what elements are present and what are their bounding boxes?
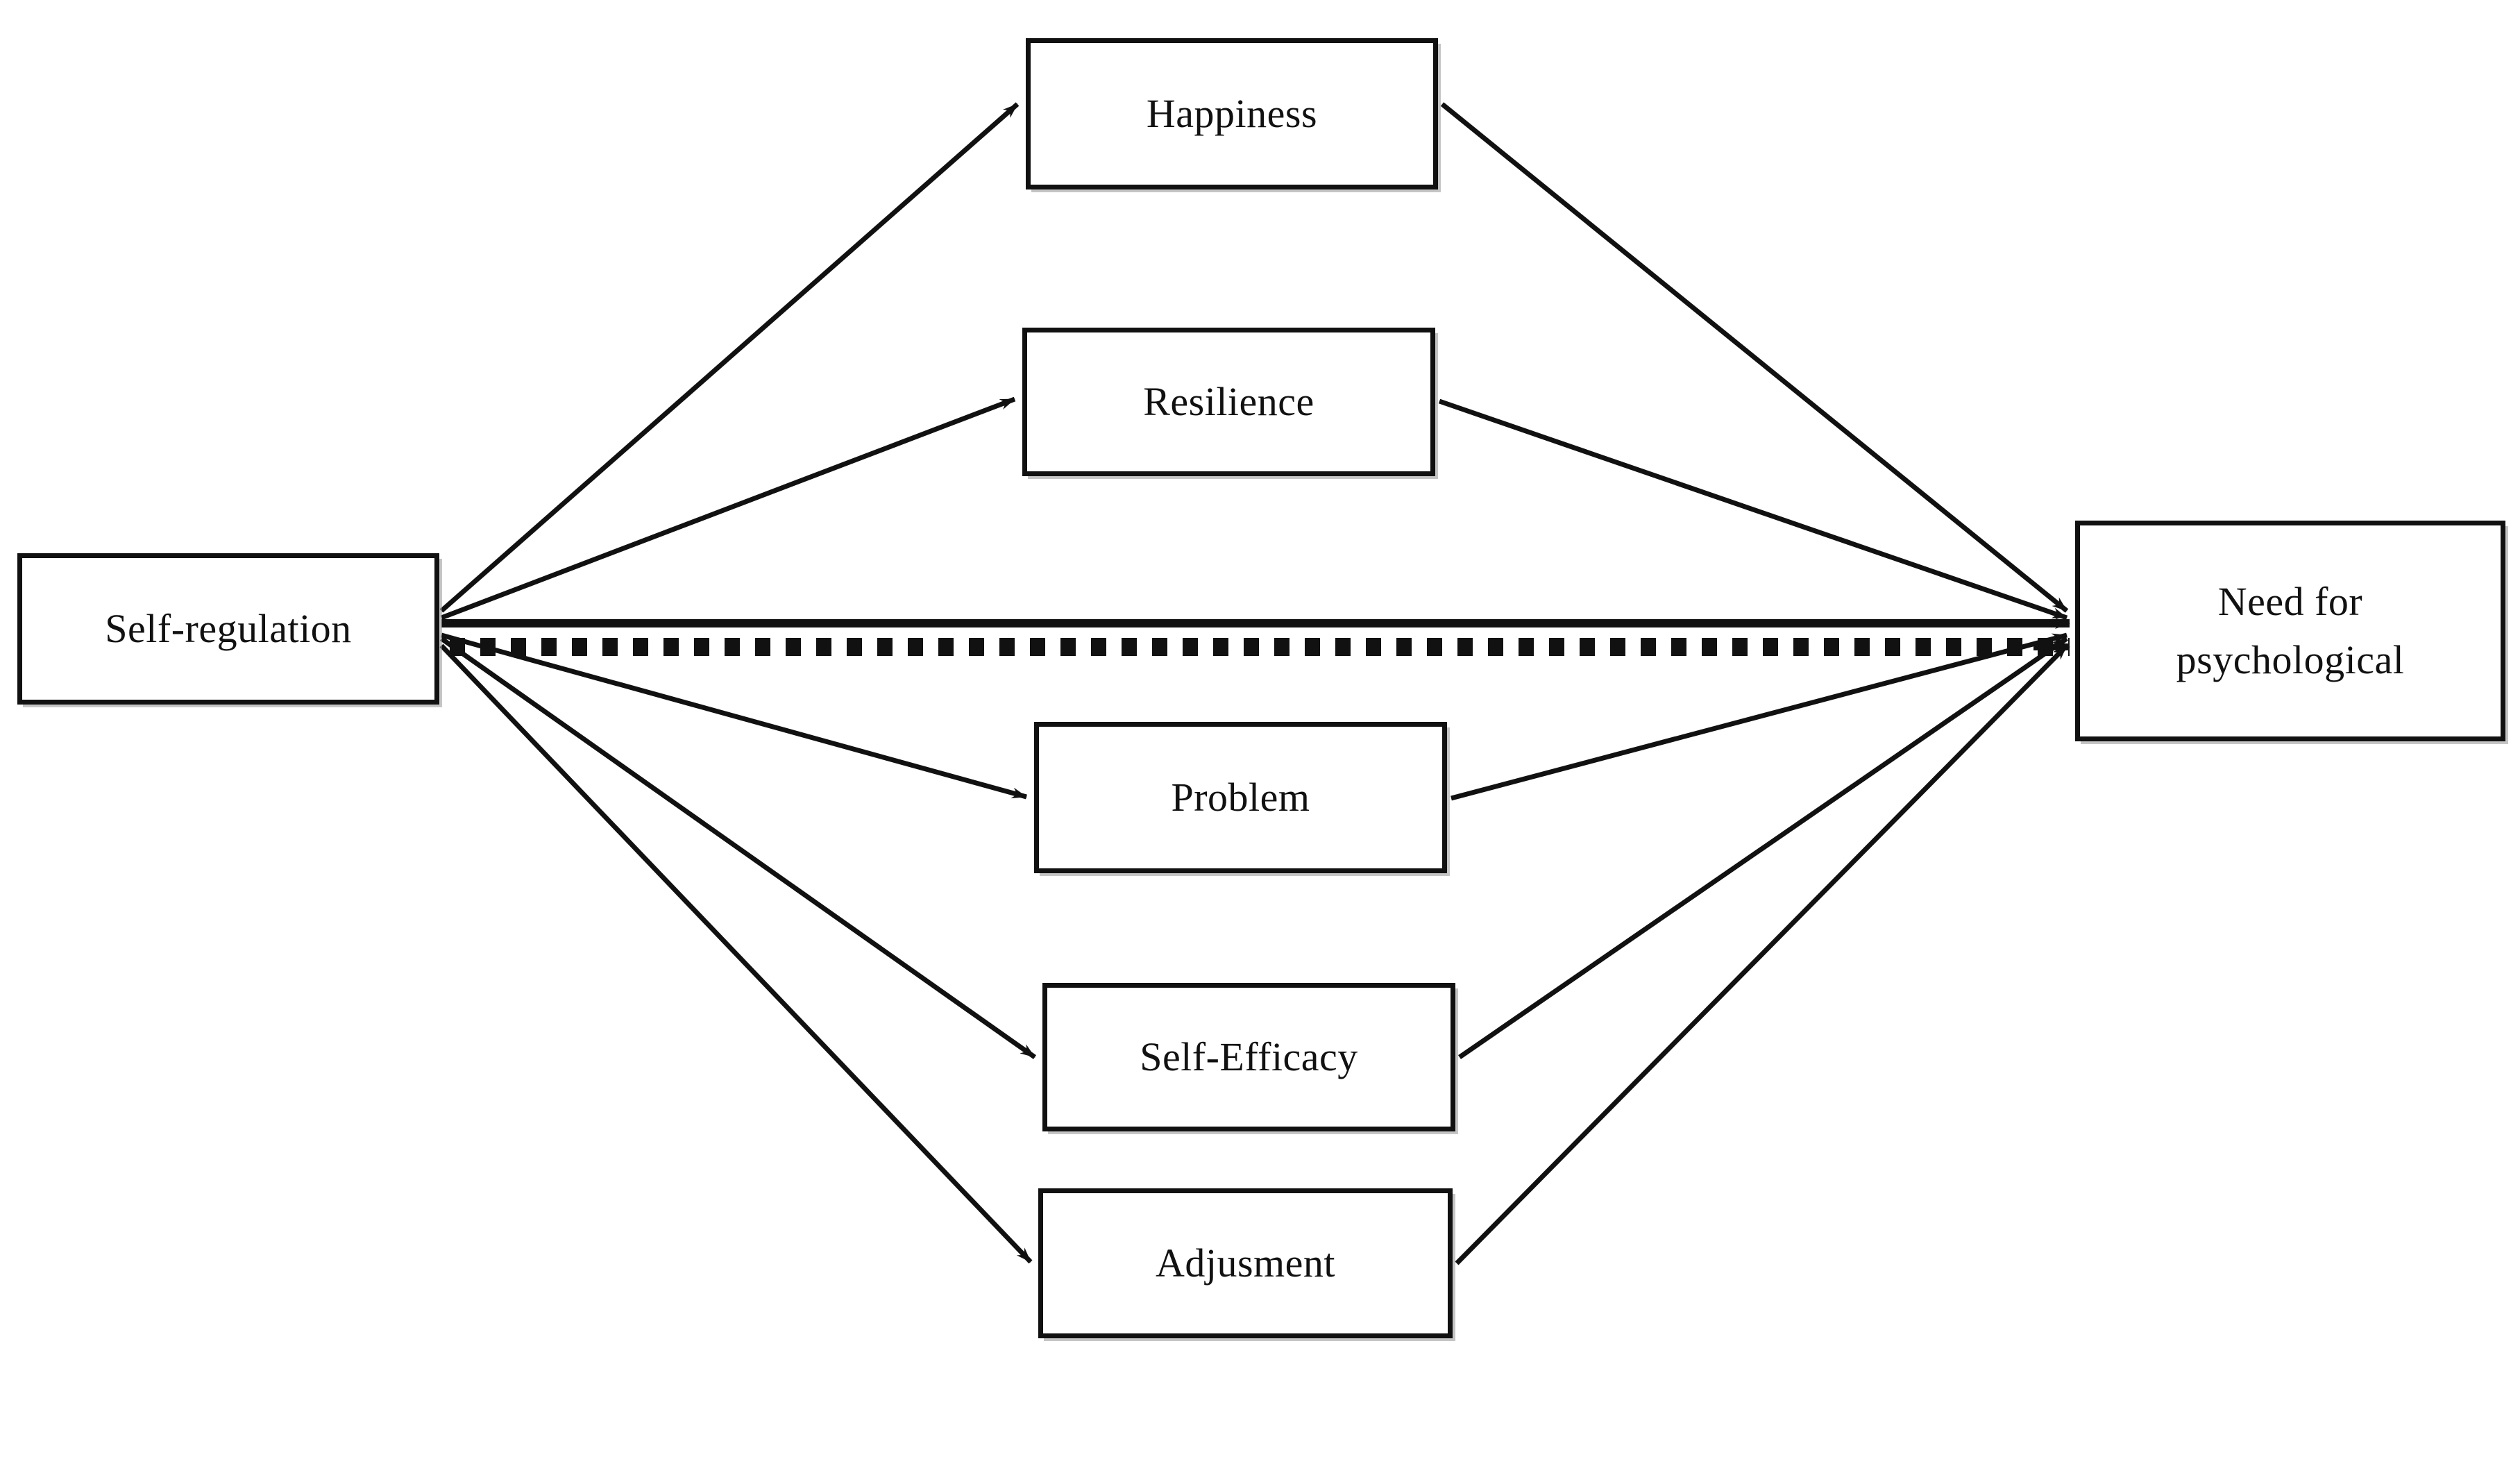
edge-self-regulation-to-problem (441, 632, 1027, 800)
edge-adjusment-to-need-for-psychological (1455, 643, 2069, 1265)
node-problem[interactable]: Problem (1034, 722, 1447, 873)
node-label-resilience: Resilience (1143, 378, 1314, 424)
edge-self-regulation-to-happiness (439, 102, 1020, 613)
edge-self-regulation-to-self-efficacy (439, 637, 1037, 1059)
node-label-happiness: Happiness (1146, 90, 1318, 136)
node-adjusment[interactable]: Adjusment (1038, 1188, 1453, 1338)
edge-self-efficacy-to-need-for-psychological (1458, 637, 2068, 1059)
edge-happiness-to-need-for-psychological (1440, 102, 2069, 613)
edge-problem-to-need-for-psychological (1451, 632, 2067, 801)
edge-self-regulation-to-adjusment (439, 643, 1033, 1264)
edge-self-regulation-to-resilience (440, 396, 1016, 621)
node-need-for-psychological[interactable]: Need for psychological (2075, 521, 2505, 741)
node-self-efficacy[interactable]: Self-Efficacy (1042, 983, 1455, 1131)
node-self-regulation[interactable]: Self-regulation (17, 553, 439, 705)
edge-resilience-to-need-for-psychological (1438, 398, 2068, 621)
node-label-problem: Problem (1171, 774, 1310, 820)
node-label-need-for-psychological: Need for psychological (2176, 578, 2405, 682)
node-happiness[interactable]: Happiness (1026, 38, 1438, 189)
node-resilience[interactable]: Resilience (1022, 328, 1435, 476)
node-label-self-efficacy: Self-Efficacy (1140, 1034, 1358, 1079)
node-label-adjusment: Adjusment (1155, 1240, 1336, 1286)
node-label-self-regulation: Self-regulation (105, 605, 352, 651)
